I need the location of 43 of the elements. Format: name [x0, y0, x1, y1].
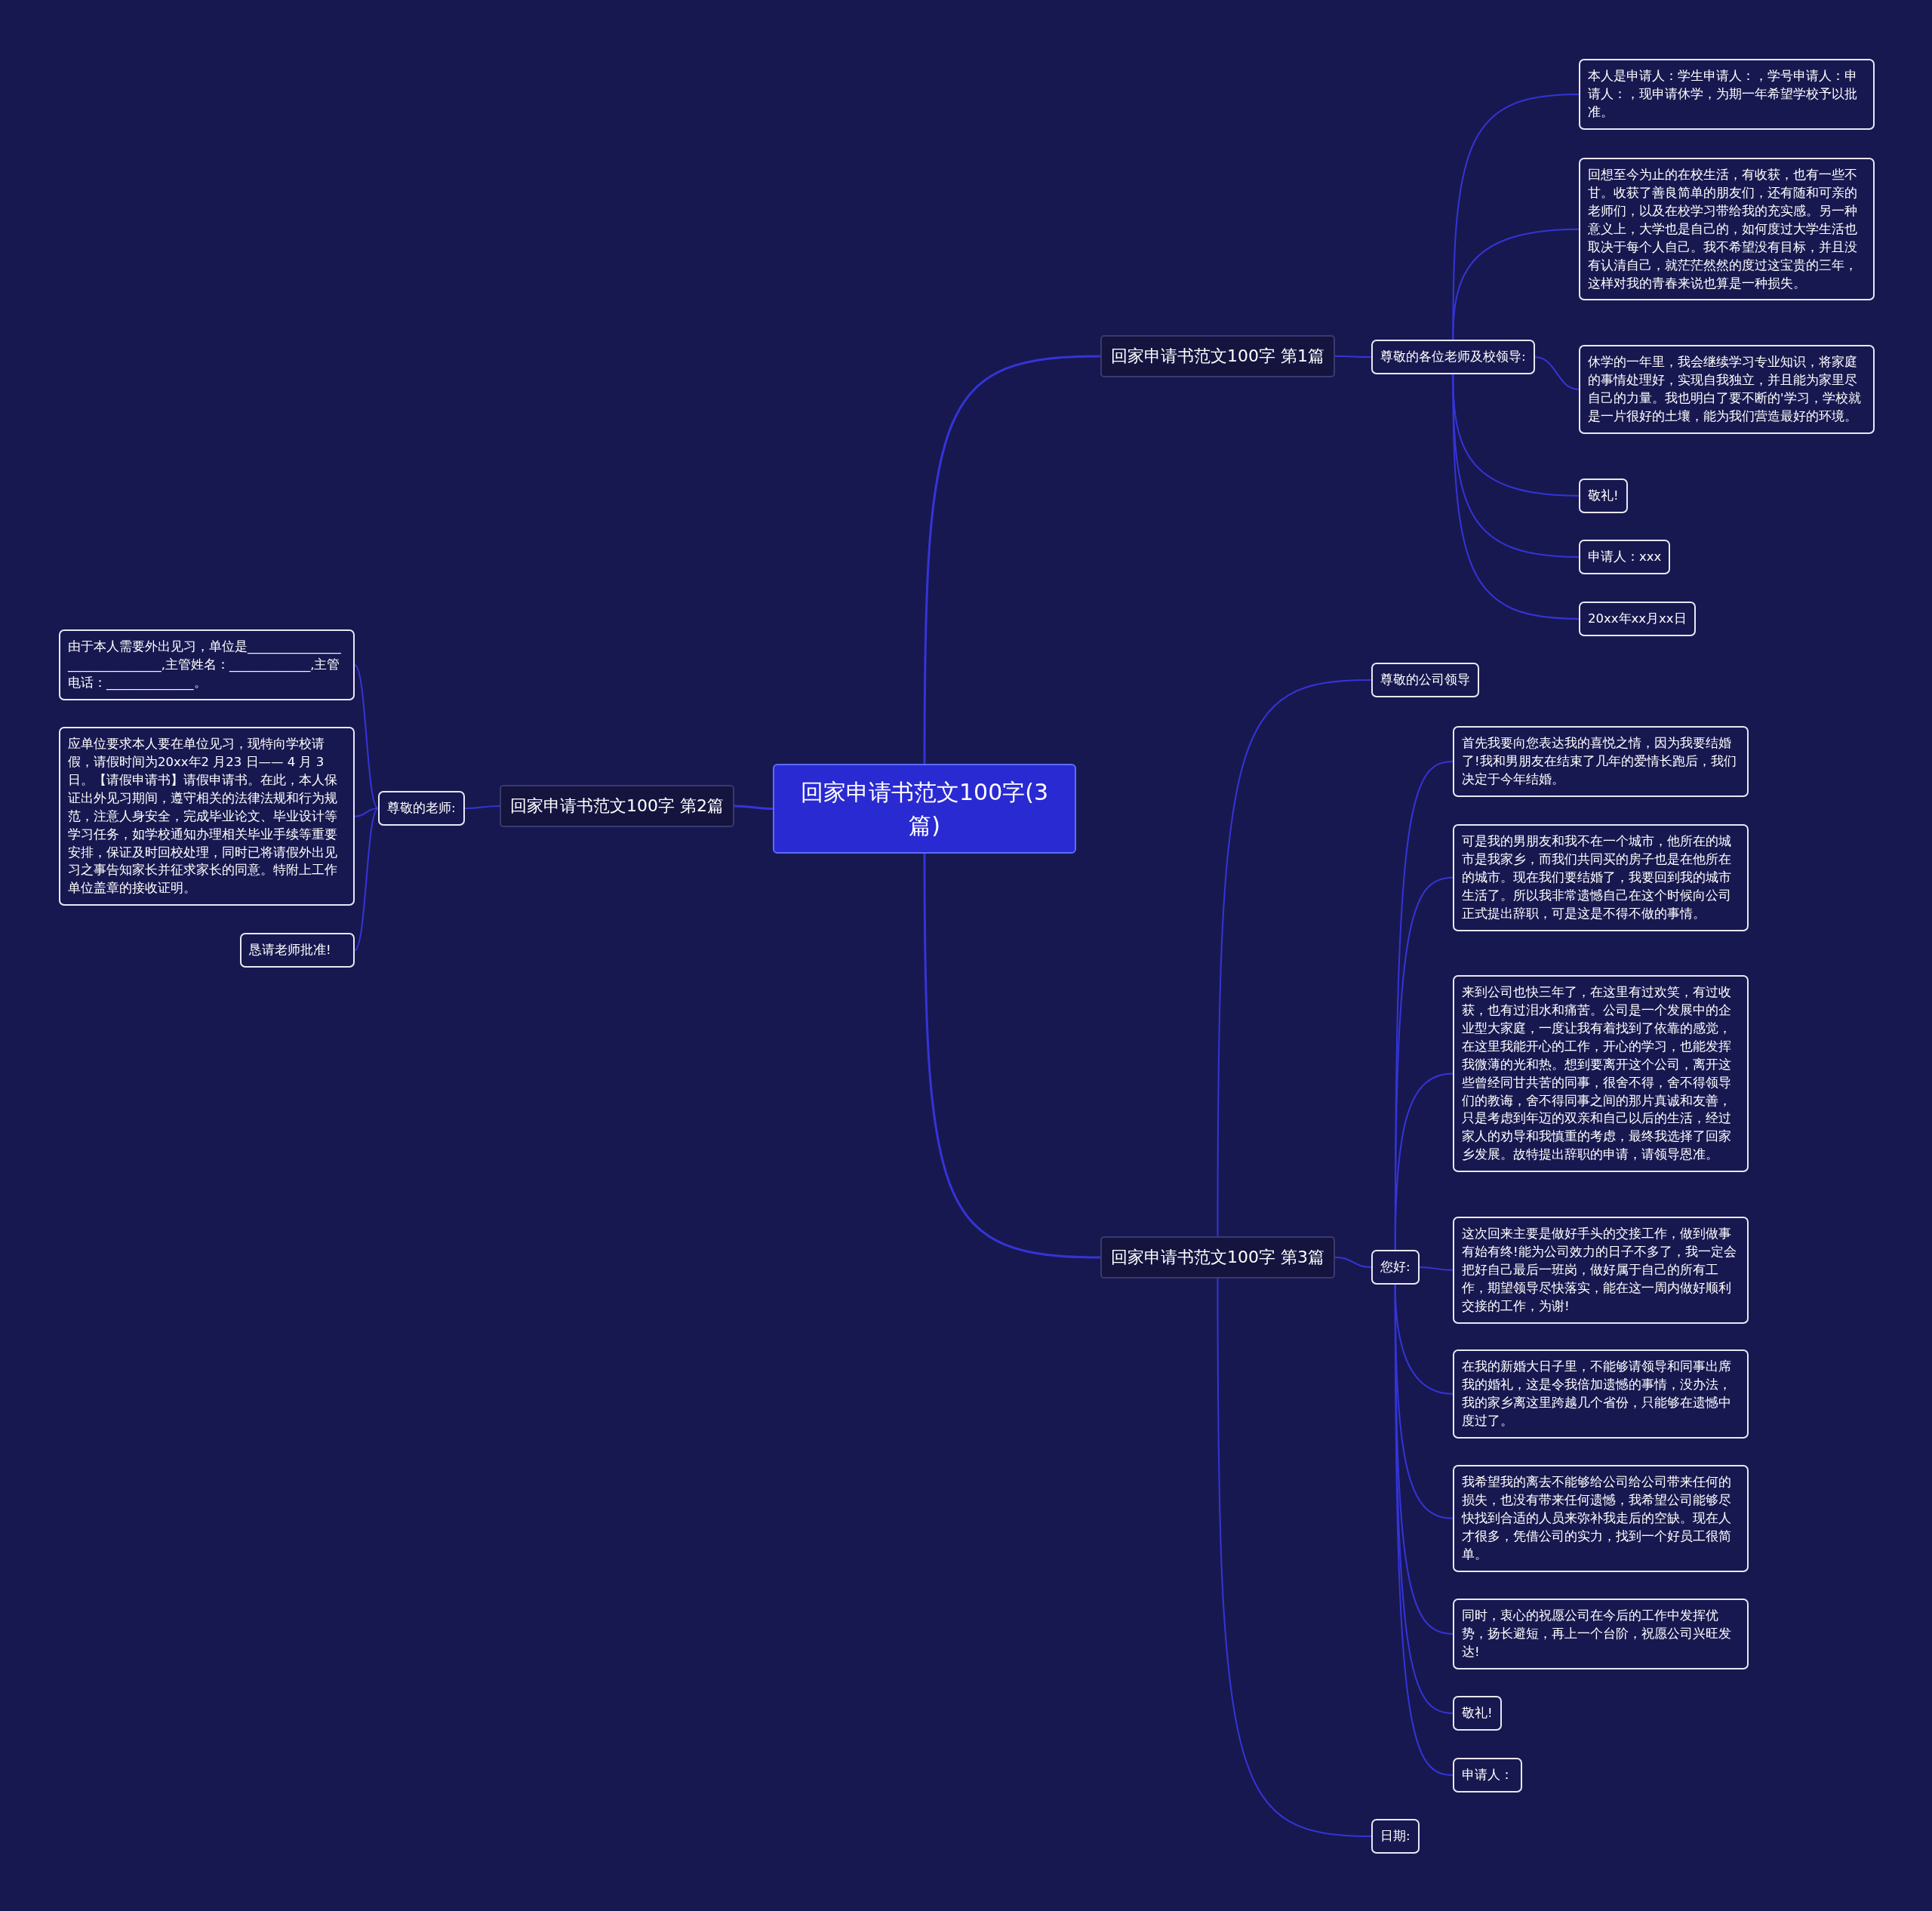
connector-line: [734, 805, 773, 810]
connector-line: [1334, 355, 1372, 358]
text-box: 敬礼!: [1579, 479, 1628, 513]
connector-line: [1418, 1266, 1454, 1271]
connector-line: [1452, 373, 1580, 620]
text-box: 尊敬的老师:: [378, 791, 465, 826]
text-box: 应单位要求本人要在单位见习，现特向学校请假，请假时间为20xx年2 月23 日—— 4 月 3 日。【请假申请书】请假申请书。在此，本人保证出外见习期间，遵守相关的法律法规和行为规范，注意人身安全，完成毕业论文、毕业设计等学习任务，如学校通知办理相关毕业手续等重要安排，保证及时回校处理，同时已将请假外出见习之事告知家长并征求家长的同意。特附上工作单位盖章的接收证明。: [59, 727, 355, 906]
connector-line: [354, 807, 379, 817]
connector-line: [923, 854, 1101, 1259]
text-box: 敬礼!: [1453, 1696, 1502, 1731]
text-box: 申请人：: [1453, 1758, 1522, 1793]
connector-line: [1394, 1072, 1454, 1251]
connector-line: [1334, 1256, 1372, 1268]
central-topic-box: 回家申请书范文100字(3篇): [773, 764, 1076, 854]
text-box: 在我的新婚大日子里，不能够请领导和同事出席我的婚礼，这是令我倍加遗憾的事情，没办法，我的家乡离这里跨越几个省份，只能够在遗憾中度过了。: [1453, 1349, 1749, 1439]
connector-line: [463, 805, 500, 809]
text-box: 由于本人需要外出见习，单位是______________________________,主管姓名：_____________,主管电话：______________。: [59, 629, 355, 700]
text-box: 日期:: [1371, 1819, 1420, 1854]
text-box: 尊敬的公司领导: [1371, 663, 1479, 697]
text-box: 我希望我的离去不能够给公司给公司带来任何的损失，也没有带来任何遗憾，我希望公司能够尽快找到合适的人员来弥补我走后的空缺。现在人才很多，凭借公司的实力，找到一个好员工很简单。: [1453, 1465, 1749, 1572]
text-box: 可是我的男朋友和我不在一个城市，他所在的城市是我家乡，而我们共同买的房子也是在他所在的城市。现在我们要结婚了，我要回到我的城市生活了。所以我非常遗憾自己在这个时候向公司正式提出辞职，可是这是不得不做的事情。: [1453, 824, 1749, 931]
text-box: 本人是申请人：学生申请人：，学号申请人：申请人：，现申请休学，为期一年希望学校予以批准。: [1579, 59, 1875, 130]
text-box: 休学的一年里，我会继续学习专业知识，将家庭的事情处理好，实现自我独立，并且能为家里尽自己的力量。我也明白了要不断的'学习，学校就是一片很好的土壤，能为我们营造最好的环境。: [1579, 345, 1875, 434]
connector-line: [354, 663, 379, 809]
topic-box: 回家申请书范文100字 第2篇: [500, 785, 734, 827]
topic-box: 回家申请书范文100字 第3篇: [1100, 1236, 1335, 1279]
text-box: 您好:: [1371, 1250, 1420, 1285]
connector-line: [354, 807, 379, 951]
text-box: 回想至今为止的在校生活，有收获，也有一些不甘。收获了善良简单的朋友们，还有随和可亲的老师们，以及在校学习带给我的充实感。另一种意义上，大学也是自己的，如何度过大学生活也取决于每个人自己。我不希望没有目标，并且没有认清自己，就茫茫然然的度过这宝贵的三年，这样对我的青春来说也算是一种损失。: [1579, 158, 1875, 301]
text-box: 恳请老师批准!: [240, 933, 355, 968]
topic-box: 回家申请书范文100字 第1篇: [1100, 335, 1335, 377]
connector-line: [1217, 679, 1372, 1237]
text-box: 20xx年xx月xx日: [1579, 602, 1696, 636]
text-box: 这次回来主要是做好手头的交接工作，做到做事有始有终!能为公司效力的日子不多了，我一定会把好自己最后一班岗，做好属于自己的所有工作，期望领导尽快落实，能在这一周内做好顺利交接的工作，为谢!: [1453, 1217, 1749, 1324]
connector-line: [1534, 355, 1580, 390]
connector-line: [923, 355, 1101, 764]
connector-line: [1452, 228, 1580, 340]
text-box: 来到公司也快三年了，在这里有过欢笑，有过收获，也有过泪水和痛苦。公司是一个发展中的企业型大家庭，一度让我有着找到了依靠的感觉，在这里我能开心的工作，开心的学习，也能发挥我微薄的光和热。想到要离开这个公司，离开这些曾经同甘共苦的同事，很舍不得，舍不得领导们的教诲，舍不得同事之间的那片真诚和友善，只是考虑到年迈的双亲和自己以后的生活，经过家人的劝导和我慎重的考虑，最终我选择了回家乡发展。故特提出辞职的申请，请领导恩准。: [1453, 975, 1749, 1173]
text-box: 尊敬的各位老师及校领导:: [1371, 340, 1535, 374]
text-box: 申请人：xxx: [1579, 540, 1671, 574]
connector-line: [1217, 1277, 1372, 1837]
text-box: 首先我要向您表达我的喜悦之情，因为我要结婚了!我和男朋友在结束了几年的爱情长跑后，我们决定于今年结婚。: [1453, 726, 1749, 797]
text-box: 同时，衷心的祝愿公司在今后的工作中发挥优势，扬长避短，再上一个台阶，祝愿公司兴旺发达!: [1453, 1599, 1749, 1669]
